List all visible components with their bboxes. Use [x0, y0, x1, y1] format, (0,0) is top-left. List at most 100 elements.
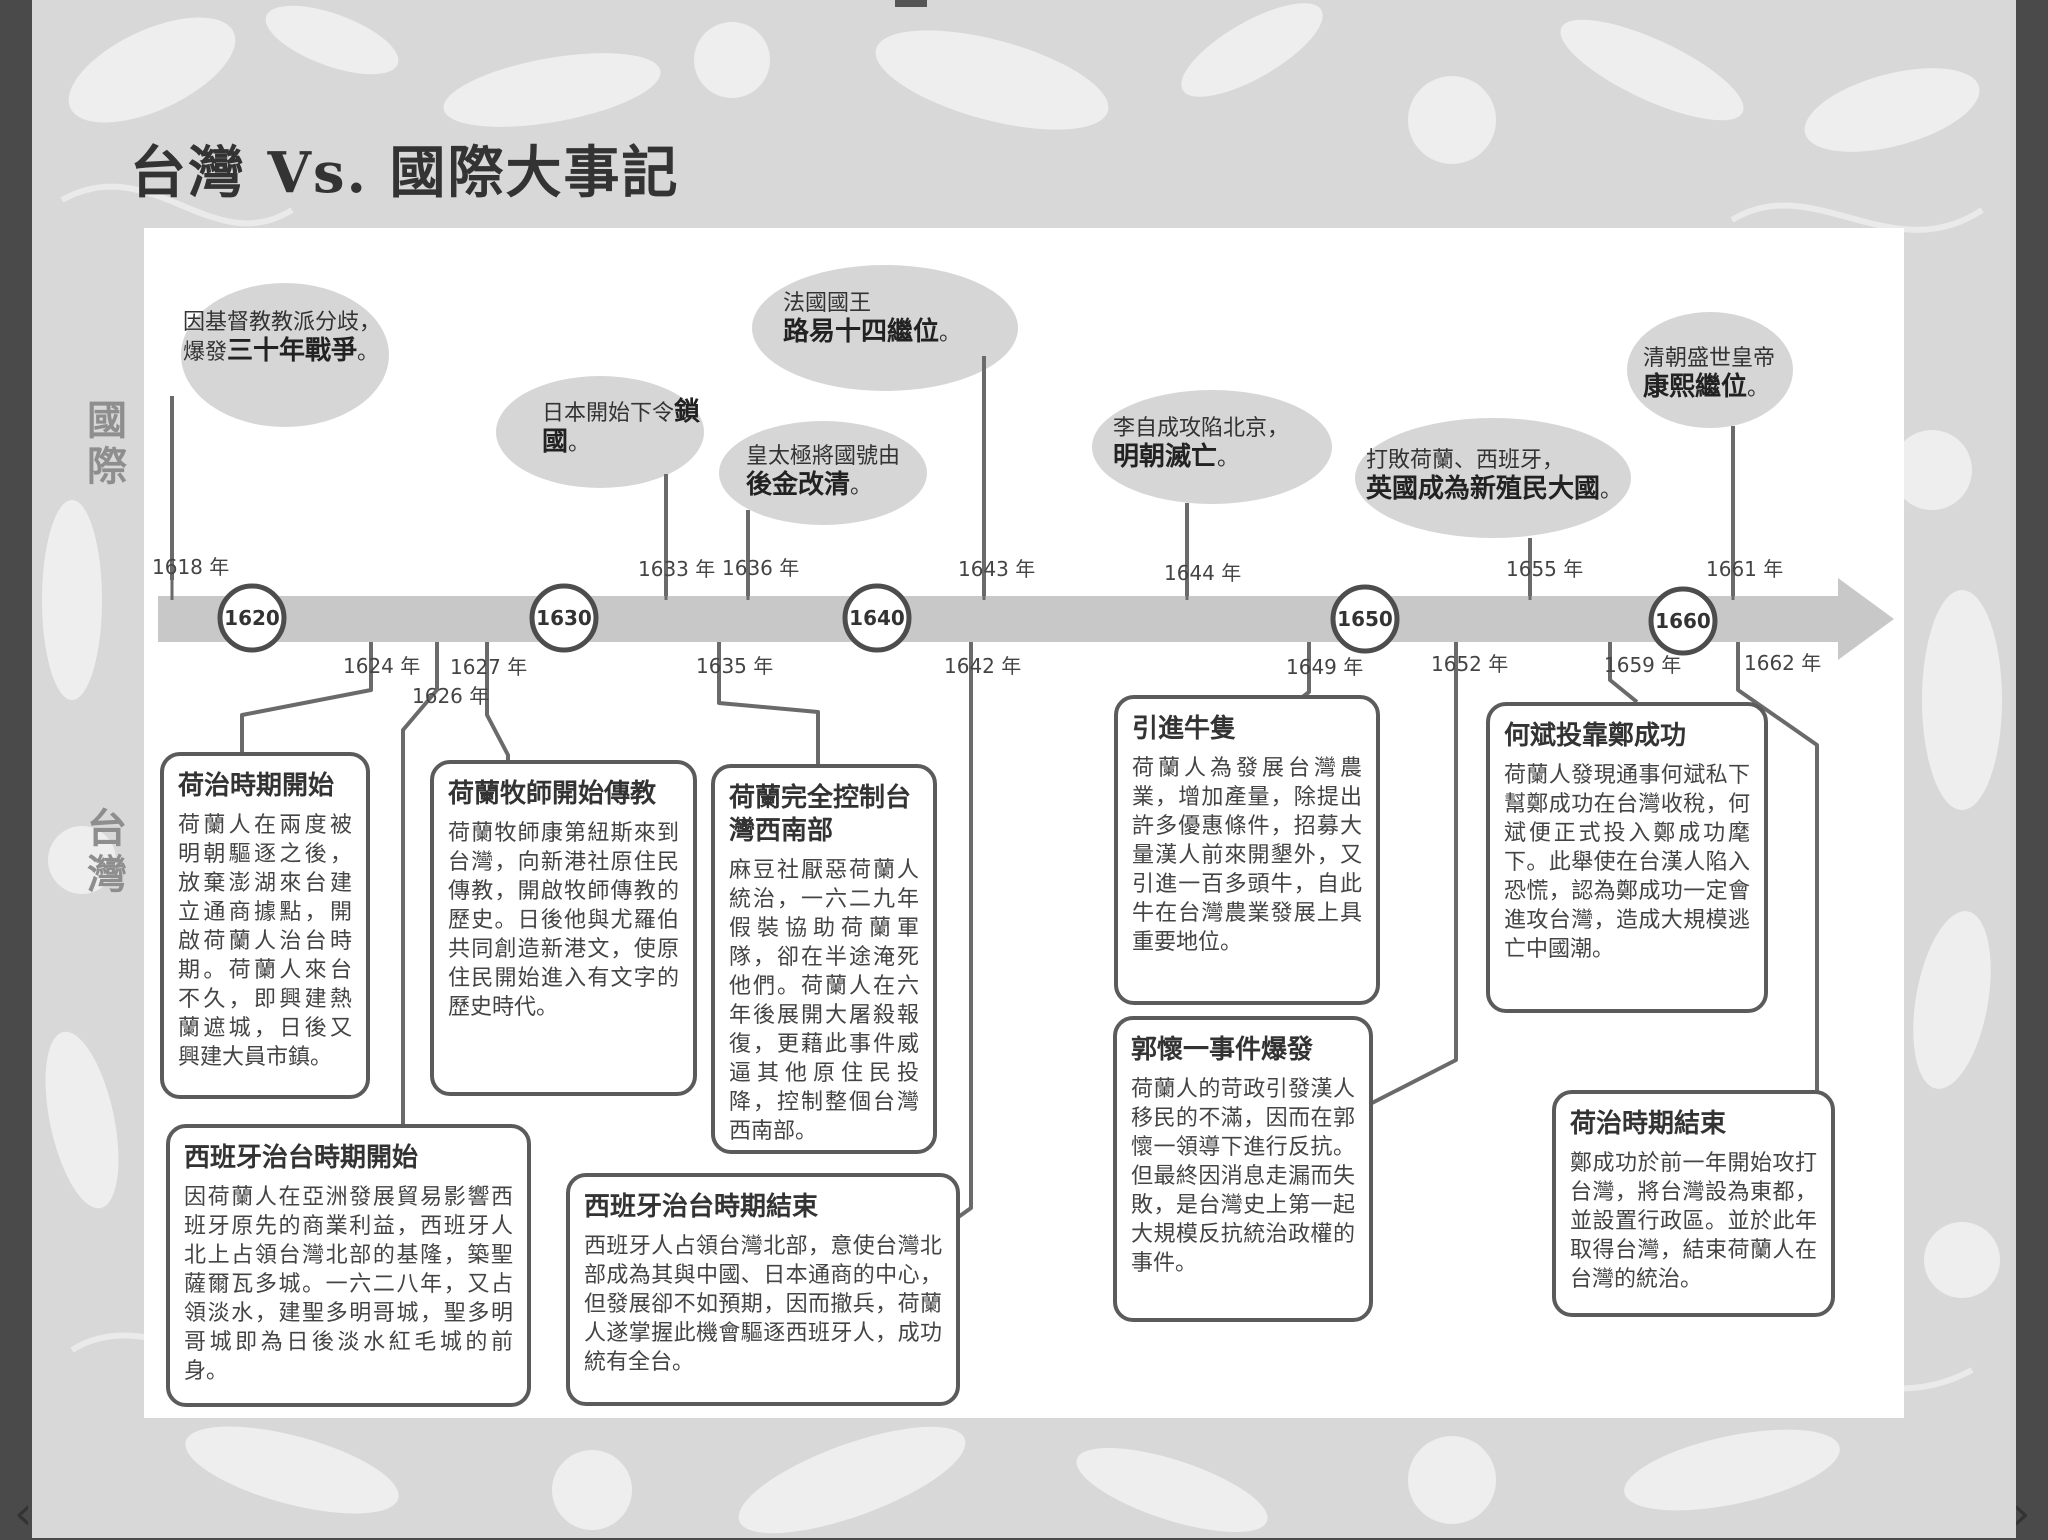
decade-label: 1620	[224, 606, 280, 630]
year-label: 1652 年	[1431, 652, 1508, 676]
year-label: 1649 年	[1286, 655, 1363, 679]
event-kangxi-accession: 清朝盛世皇帝康熙繼位。	[1643, 344, 1793, 403]
event-box-title: 荷治時期開始	[178, 771, 335, 801]
event-text: 。	[568, 431, 591, 456]
event-box-text: 荷蘭人發現通事何斌私下幫鄭成功在台灣收稅，何斌便正式投入鄭成功麾下。此舉使在台漢…	[1504, 763, 1750, 962]
year-ticks	[170, 578, 1735, 600]
event-box-text: 鄭成功於前一年開始攻打台灣，將台灣設為東都，並設置行政區。並於此年取得台灣，結束…	[1570, 1151, 1817, 1292]
event-box-title: 郭懷一事件爆發	[1131, 1035, 1314, 1065]
decade-label: 1660	[1655, 609, 1711, 633]
bubble-shape	[1092, 390, 1332, 504]
decade-circle	[529, 583, 599, 653]
event-box-title: 荷治時期結束	[1570, 1109, 1727, 1139]
year-label: 1659 年	[1604, 653, 1681, 677]
year-label: 1636 年	[722, 556, 799, 580]
page-title: 台灣 Vs. 國際大事記	[130, 140, 680, 206]
event-box-dutch-rule-ends: 荷治時期結束 鄭成功於前一年開始攻打台灣，將台灣設為東都，並設置行政區。並於此年…	[1552, 1090, 1835, 1317]
event-box-guo-huaiyi-uprising: 郭懷一事件爆發 荷蘭人的苛政引發漢人移民的不滿，因而在郭懷一領導下進行反抗。但最…	[1113, 1016, 1373, 1322]
decade-label: 1640	[849, 606, 905, 630]
event-box-title: 引進牛隻	[1132, 714, 1237, 744]
decade-circle	[842, 583, 912, 653]
event-box-cattle-introduced: 引進牛隻 荷蘭人為發展台灣農業，增加產量，除提出許多優惠條件，招募大量漢人前來開…	[1114, 695, 1380, 1005]
international-side-label: 國際	[87, 397, 127, 490]
event-japan-isolation: 日本開始下令鎖國。	[542, 398, 712, 458]
event-britain-colonial-power: 打敗荷蘭、西班牙，英國成為新殖民大國。	[1366, 446, 1636, 505]
event-text: 。	[1747, 376, 1770, 401]
event-box-text: 荷蘭人在兩度被明朝驅逐之後，放棄澎湖來台建立通商據點，開啟荷蘭人治台時期。荷蘭人…	[178, 813, 352, 1070]
event-box-text: 荷蘭牧師康第紐斯來到台灣，向新港社原住民傳教，開啟牧師傳教的歷史。日後他與尤羅伯…	[448, 821, 679, 1020]
event-text: 。	[850, 474, 873, 499]
event-thirty-years-war: 因基督教教派分歧，爆發三十年戰爭。	[183, 308, 383, 367]
year-label: 1626 年	[412, 684, 489, 708]
event-box-dutch-rule-begins: 荷治時期開始 荷蘭人在兩度被明朝驅逐之後，放棄澎湖來台建立通商據點，開啟荷蘭人治…	[160, 752, 370, 1099]
year-label: 1662 年	[1744, 651, 1821, 675]
event-highlight: 康熙繼位	[1643, 372, 1748, 402]
year-label: 1642 年	[944, 654, 1021, 678]
next-page-arrow-icon[interactable]: ›	[2012, 1486, 2031, 1540]
event-box-text: 荷蘭人為發展台灣農業，增加產量，除提出許多優惠條件，招募大量漢人前來開墾外，又引…	[1132, 756, 1362, 955]
event-box-he-bin-defects: 何斌投靠鄭成功 荷蘭人發現通事何斌私下幫鄭成功在台灣收稅，何斌便正式投入鄭成功麾…	[1486, 702, 1768, 1013]
decade-label: 1650	[1337, 607, 1393, 631]
event-highlight: 後金改清	[746, 470, 851, 500]
event-highlight: 明朝滅亡	[1113, 442, 1218, 472]
top-tab-marker	[895, 0, 927, 7]
event-box-text: 荷蘭人的苛政引發漢人移民的不滿，因而在郭懷一領導下進行反抗。但最終因消息走漏而失…	[1131, 1077, 1355, 1276]
event-text: 皇太極將國號由	[746, 444, 901, 469]
floral-background-pattern	[42, 3, 2002, 1534]
decade-circle	[217, 583, 287, 653]
bubble-shape	[719, 421, 927, 525]
decade-circle	[1330, 584, 1400, 654]
decade-markers: 1620 1630 1640 1650 1660	[217, 583, 1718, 656]
year-label: 1635 年	[696, 654, 773, 678]
event-box-dutch-control-southwest: 荷蘭完全控制台灣西南部 麻豆社厭惡荷蘭人統治，一六二九年假裝協助荷蘭軍隊，卻在半…	[711, 764, 937, 1154]
event-highlight: 三十年戰爭	[227, 336, 358, 366]
event-box-text: 因荷蘭人在亞洲發展貿易影響西班牙原先的商業利益，西班牙人北上占領台灣北部的基隆，…	[184, 1185, 513, 1384]
bubble-shape	[181, 283, 389, 427]
event-box-title: 西班牙治台時期結束	[584, 1192, 819, 1222]
event-box-spanish-rule-ends: 西班牙治台時期結束 西班牙人占領台灣北部，意使台灣北部成為其與中國、日本通商的中…	[566, 1173, 960, 1406]
event-highlight: 路易十四繼位	[783, 317, 940, 347]
event-qing-dynasty-named: 皇太極將國號由後金改清。	[746, 442, 910, 501]
taiwan-side-label: 台灣	[87, 805, 127, 898]
timeline-arrowhead	[1838, 578, 1894, 660]
year-label: 1618 年	[152, 555, 229, 579]
previous-page-arrow-icon[interactable]: ‹	[14, 1486, 33, 1540]
event-text: 法國國王	[783, 291, 872, 316]
connector-lines	[170, 356, 1819, 1220]
decade-circle	[1648, 586, 1718, 656]
event-text: 打敗荷蘭、西班牙，	[1366, 448, 1565, 473]
bubble-shape	[752, 265, 1018, 391]
event-highlight: 英國成為新殖民大國	[1366, 474, 1601, 504]
event-text: 因基督教教派分歧，爆發	[183, 310, 382, 365]
event-text: 。	[939, 321, 962, 346]
event-text: 。	[1217, 446, 1240, 471]
year-label: 1624 年	[343, 654, 420, 678]
year-label: 1643 年	[958, 557, 1035, 581]
event-box-title: 何斌投靠鄭成功	[1504, 721, 1687, 751]
event-box-title: 荷蘭完全控制台灣西南部	[729, 783, 912, 846]
timeline-bar	[158, 596, 1848, 642]
event-text: 日本開始下令	[542, 401, 675, 426]
year-label: 1633 年	[638, 557, 715, 581]
event-louis-xiv: 法國國王路易十四繼位。	[783, 289, 993, 348]
bubble-shape	[1627, 312, 1793, 428]
event-box-text: 麻豆社厭惡荷蘭人統治，一六二九年假裝協助荷蘭軍隊，卻在半途淹死他們。荷蘭人在六年…	[729, 858, 919, 1144]
event-highlight: 鎖國	[542, 397, 701, 457]
year-label: 1644 年	[1164, 561, 1241, 585]
bubble-shape	[1355, 418, 1631, 538]
event-box-text: 西班牙人占領台灣北部，意使台灣北部成為其與中國、日本通商的中心，但發展卻不如預期…	[584, 1234, 942, 1375]
event-text: 。	[357, 340, 380, 365]
bubble-shape	[496, 376, 704, 488]
event-box-spanish-rule-begins: 西班牙治台時期開始 因荷蘭人在亞洲發展貿易影響西班牙原先的商業利益，西班牙人北上…	[166, 1124, 531, 1407]
decade-label: 1630	[536, 606, 592, 630]
year-label: 1661 年	[1706, 557, 1783, 581]
event-box-title: 荷蘭牧師開始傳教	[448, 779, 657, 809]
event-ming-falls: 李自成攻陷北京，明朝滅亡。	[1113, 414, 1323, 473]
event-box-title: 西班牙治台時期開始	[184, 1143, 419, 1173]
event-text: 。	[1600, 478, 1623, 503]
event-text: 李自成攻陷北京，	[1113, 416, 1290, 441]
year-label: 1627 年	[450, 655, 527, 679]
event-text: 清朝盛世皇帝	[1643, 346, 1776, 371]
year-label: 1655 年	[1506, 557, 1583, 581]
